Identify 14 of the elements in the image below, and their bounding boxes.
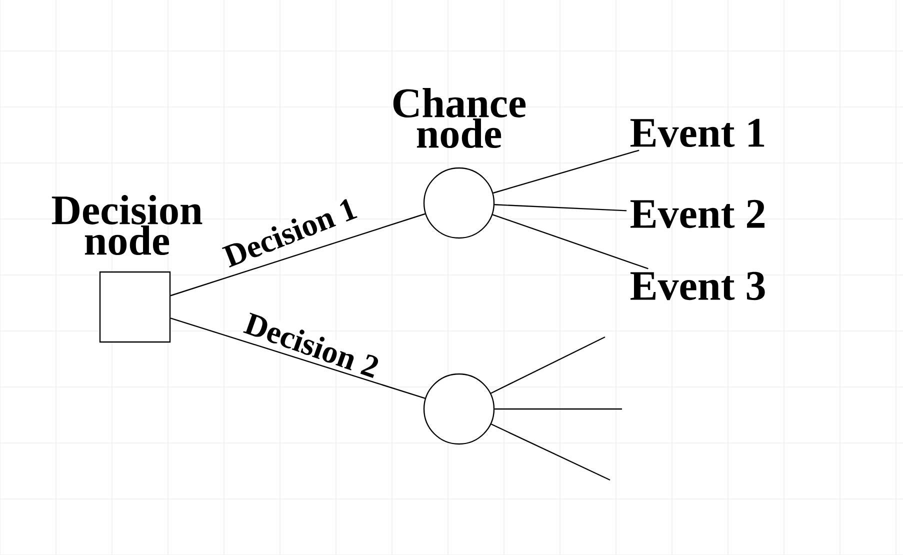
branch-line xyxy=(492,214,648,270)
event-label: Event 3 xyxy=(630,272,765,300)
node-heading: Decision node xyxy=(52,194,202,256)
branch-line xyxy=(170,213,426,296)
branch-line xyxy=(494,408,622,410)
branch-line xyxy=(490,336,606,394)
branch-line xyxy=(494,204,627,212)
event-label: Event 2 xyxy=(630,200,764,228)
node-heading: Chance node xyxy=(393,88,526,148)
branch-line xyxy=(493,150,640,194)
branch-line xyxy=(170,318,426,399)
chance-circle xyxy=(423,373,495,445)
branch-line xyxy=(490,424,610,481)
event-label: Event 1 xyxy=(630,118,764,148)
